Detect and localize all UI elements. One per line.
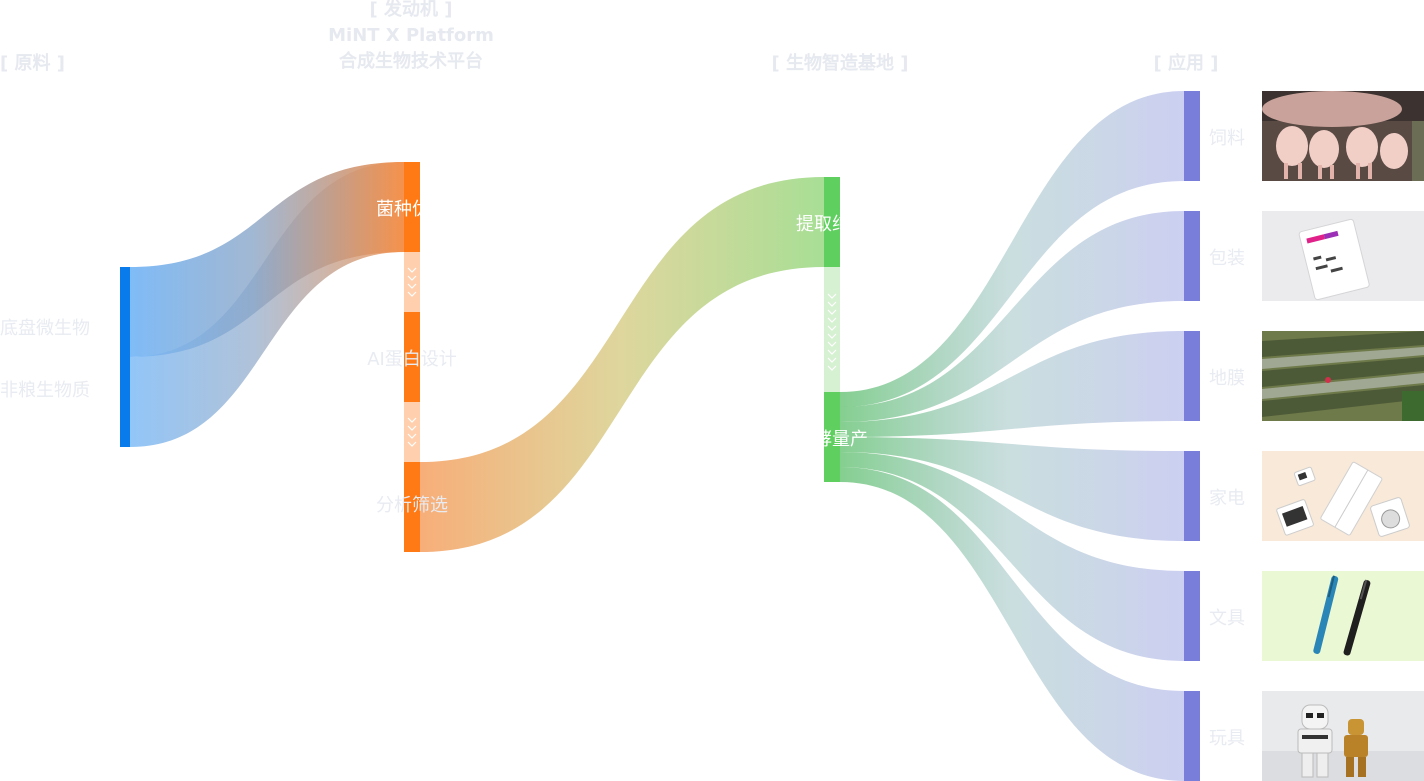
app-node-1 — [1184, 91, 1200, 181]
node-raw-materials — [120, 267, 130, 447]
chevrons-engine — [407, 267, 417, 447]
node-fermentation-production — [824, 392, 840, 482]
header-engine: [ 发动机 ] MiNT X Platform 合成生物技术平台 — [311, 0, 511, 75]
app-label-packaging: 包装 — [1209, 248, 1245, 269]
app-node-5 — [1184, 571, 1200, 661]
header-engine-desc: 合成生物技术平台 — [339, 51, 483, 72]
label-ai-protein-design: AI蛋白设计 — [367, 349, 457, 370]
header-biomanufacturing-base: [ 生物智造基地 ] — [771, 53, 909, 74]
flow-to-app-3 — [840, 331, 1184, 437]
app-node-4 — [1184, 451, 1200, 541]
connector-strain-to-ai — [404, 252, 420, 312]
connector-ai-to-analysis — [404, 402, 420, 462]
header-engine-name: MiNT X Platform — [328, 25, 494, 46]
header-engine-bracket: [ 发动机 ] — [369, 0, 453, 20]
piglets-photo — [1262, 91, 1424, 181]
node-analysis-screening — [404, 462, 420, 552]
app-label-stationery: 文具 — [1209, 608, 1245, 629]
app-label-toys: 玩具 — [1209, 728, 1245, 749]
header-applications: [ 应用 ] — [1153, 53, 1219, 74]
app-label-home-appliances: 家电 — [1209, 488, 1245, 509]
header-raw-materials: [ 原料 ] — [0, 53, 65, 74]
label-extraction-purification: 提取纯化 — [796, 214, 868, 235]
stormtrooper-figure — [1297, 704, 1333, 778]
application-nodes — [1184, 91, 1200, 781]
flow-to-app-2 — [840, 211, 1184, 422]
mulch-film-field-photo — [1262, 331, 1424, 421]
app-node-6 — [1184, 691, 1200, 781]
node-extraction-purification — [824, 177, 840, 267]
app-label-feed: 饲料 — [1209, 128, 1245, 149]
flow-to-app-4 — [840, 437, 1184, 541]
node-ai-protein-design — [404, 312, 420, 402]
flow-to-app-1 — [840, 91, 1184, 407]
flow-analysis-to-extraction — [420, 177, 824, 552]
flow-source-to-strain-optimization-lower — [130, 162, 404, 447]
label-fermentation-production: 发酵量产 — [796, 429, 868, 450]
node-strain-optimization — [404, 162, 420, 252]
app-node-2 — [1184, 211, 1200, 301]
app-label-mulch-film: 地膜 — [1209, 368, 1245, 389]
label-strain-optimization: 菌种优化 — [376, 199, 448, 220]
pens-photo — [1262, 571, 1424, 661]
flow-to-app-5 — [840, 452, 1184, 661]
packaging-bag-photo — [1262, 211, 1424, 301]
label-analysis-screening: 分析筛选 — [376, 495, 448, 516]
chevrons-base — [827, 293, 837, 371]
flow-to-app-6 — [840, 467, 1184, 781]
flows-fermentation-to-applications — [840, 91, 1184, 781]
source-label-non-grain-biomass: 非粮生物质 — [0, 380, 90, 401]
home-appliances-photo — [1262, 451, 1424, 541]
app-node-3 — [1184, 331, 1200, 421]
toy-figures-photo — [1262, 691, 1424, 781]
droid-figure — [1344, 719, 1368, 777]
source-label-chassis-microbe: 底盘微生物 — [0, 318, 90, 339]
